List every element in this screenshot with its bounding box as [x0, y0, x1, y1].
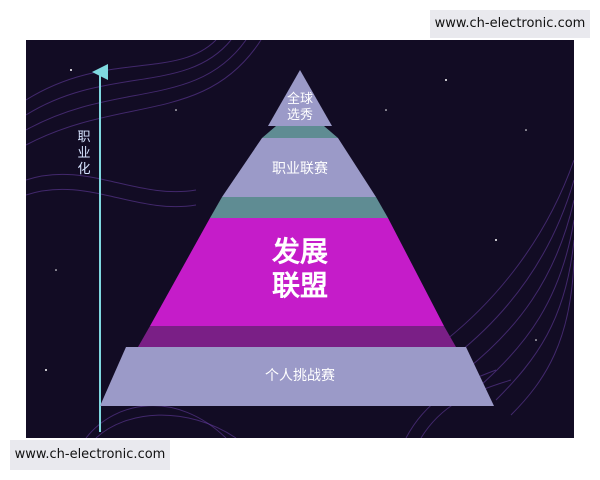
tier-development-league-label: 发展 联盟 — [230, 235, 370, 303]
tier-label-line: 联盟 — [271, 269, 328, 302]
watermark-top: www.ch-electronic.com — [430, 10, 590, 38]
tier-global-draft — [268, 70, 332, 126]
axis-label-char: 化 — [77, 162, 91, 177]
tier-individual-challenge — [100, 347, 494, 406]
tier-label-line: 全球 — [286, 92, 313, 107]
tier-pro-league — [222, 138, 376, 197]
tier-global-draft-label: 全球 选秀 — [268, 92, 332, 124]
tier-individual-challenge-label: 个人挑战赛 — [265, 368, 335, 384]
tier-label-line: 选秀 — [286, 108, 313, 123]
watermark-bottom: www.ch-electronic.com — [10, 440, 170, 470]
pyramid-diagram — [26, 40, 574, 438]
connector-2 — [210, 197, 388, 218]
connector-3 — [138, 326, 456, 347]
tier-development-league — [150, 218, 444, 326]
pyramid-graphic — [26, 40, 574, 438]
tier-pro-league-label: 职业联赛 — [272, 161, 328, 177]
axis-label-char: 职 — [77, 130, 91, 145]
tier-label-line: 发展 — [271, 235, 328, 268]
connector-1 — [262, 126, 338, 138]
axis-label-char: 业 — [77, 146, 91, 161]
axis-label: 职 业 化 — [76, 130, 92, 178]
